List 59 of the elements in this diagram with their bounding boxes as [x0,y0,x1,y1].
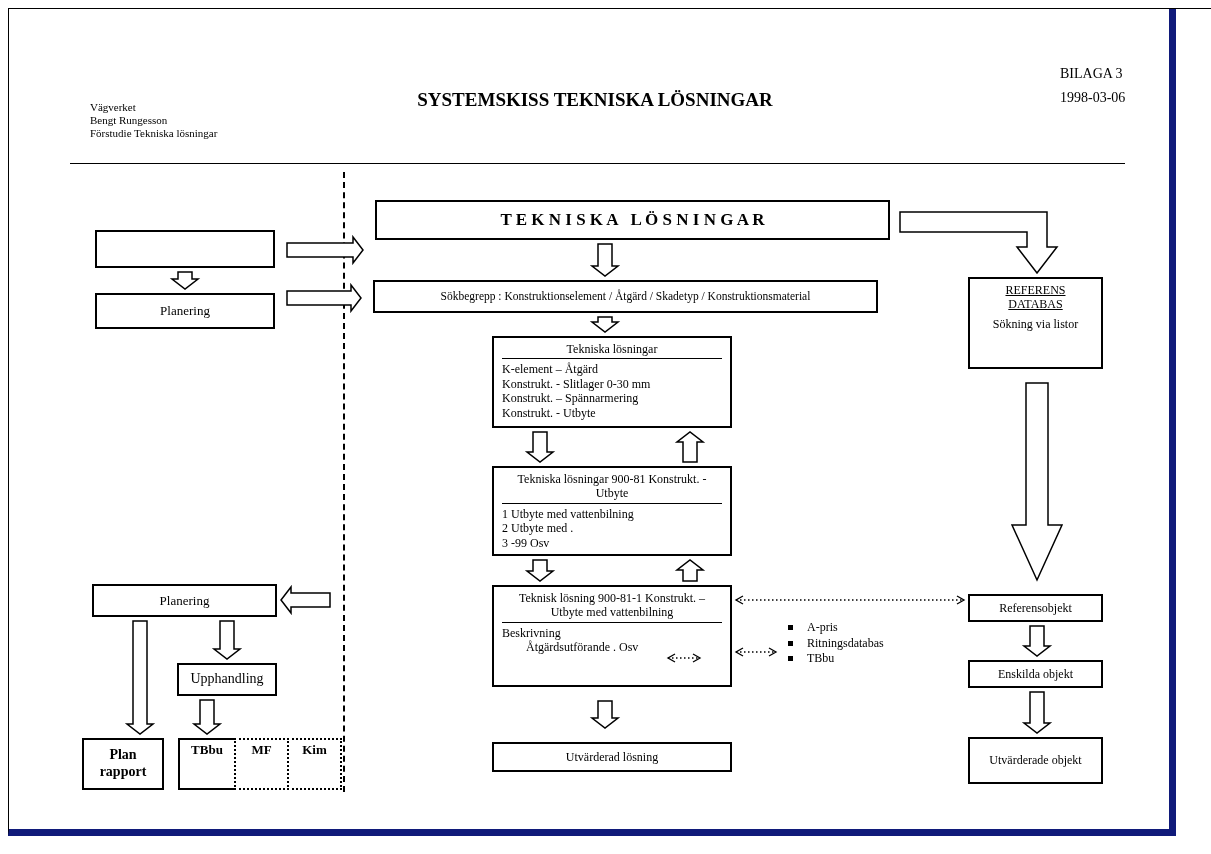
block-arrow [1021,691,1053,734]
header-note: Bengt Rungesson [90,114,168,127]
bullet-item: Ritningsdatabas [788,635,918,652]
database-box [968,277,1103,369]
box-line: Konstrukt. - Utbyte [502,405,597,420]
box-heading: REFERENS DATABAS [1004,283,1067,314]
header-note: 1998-03-06 [1060,90,1126,106]
dotted-arrow [735,595,965,605]
process-box: Utvärderad lösning [492,742,732,772]
block-arrow [674,559,706,582]
block-arrow [524,431,556,463]
process-box [492,336,732,428]
bullet-item: A-pris [788,620,918,636]
block-arrow [589,316,621,333]
box-line: Konstrukt. – Spännarmering [502,391,640,406]
header-box: T E K N I S K A L Ö S N I N G A R [375,200,890,240]
process-box: Referensobjekt [968,594,1103,622]
box-line: 2 Utbyte med . [502,521,575,536]
block-arrow [899,211,1059,275]
block-arrow [1021,625,1053,657]
dotted-arrow [735,647,777,657]
block-arrow [589,243,621,277]
block-arrow [191,699,223,735]
process-box: Plan rapport [82,738,164,790]
block-arrow [124,620,156,735]
box-line: 3 -99 Osv [502,535,551,550]
box-line: Beskrivning [502,625,561,641]
block-arrow [286,234,364,266]
box-heading: Tekniska lösningar 900-81 Konstrukt. - Utbyte [502,472,722,504]
block-arrow [524,559,556,582]
process-box: Utvärderade objekt [968,737,1103,784]
block-arrow [280,584,331,616]
process-box: Planering [95,293,275,329]
process-box: TBbu [178,738,236,790]
header-note: BILAGA 3 [1060,66,1123,82]
process-box: Planering [92,584,277,617]
block-arrow [169,271,201,290]
title: SYSTEMSKISS TEKNISKA LÖSNINGAR [416,89,774,111]
block-arrow [211,620,243,660]
block-arrow [1010,382,1064,582]
box-heading: Teknisk lösning 900-81-1 Konstrukt. – Utbyte med vattenbilning [502,591,722,623]
block-arrow [674,431,706,463]
search-terms-box: Sökbegrepp : Konstruktionselement / Åtgärd / Skadetyp / Konstruktionsmaterial [373,280,878,313]
block-arrow [589,700,621,729]
process-box: Upphandling [177,663,277,696]
process-box [492,585,732,687]
header-note: Förstudie Tekniska lösningar [90,127,218,140]
bullet-item: TBbu [788,651,918,667]
box-heading: Tekniska lösningar [502,342,722,360]
box-line: Sökning via listor [991,316,1080,332]
box-line: Konstrukt. - Slitlager 0-30 mm [502,376,652,392]
process-box [492,466,732,556]
block-arrow [286,282,362,314]
header-note: Vägverket [90,101,136,114]
box-line: 1 Utbyte med vattenbilning [502,506,635,522]
box-line: K-element – Åtgärd [502,362,599,377]
empty-box [95,230,275,268]
box-line: Åtgärdsutförande . Osv [526,640,640,655]
process-box: Enskilda objekt [968,660,1103,688]
